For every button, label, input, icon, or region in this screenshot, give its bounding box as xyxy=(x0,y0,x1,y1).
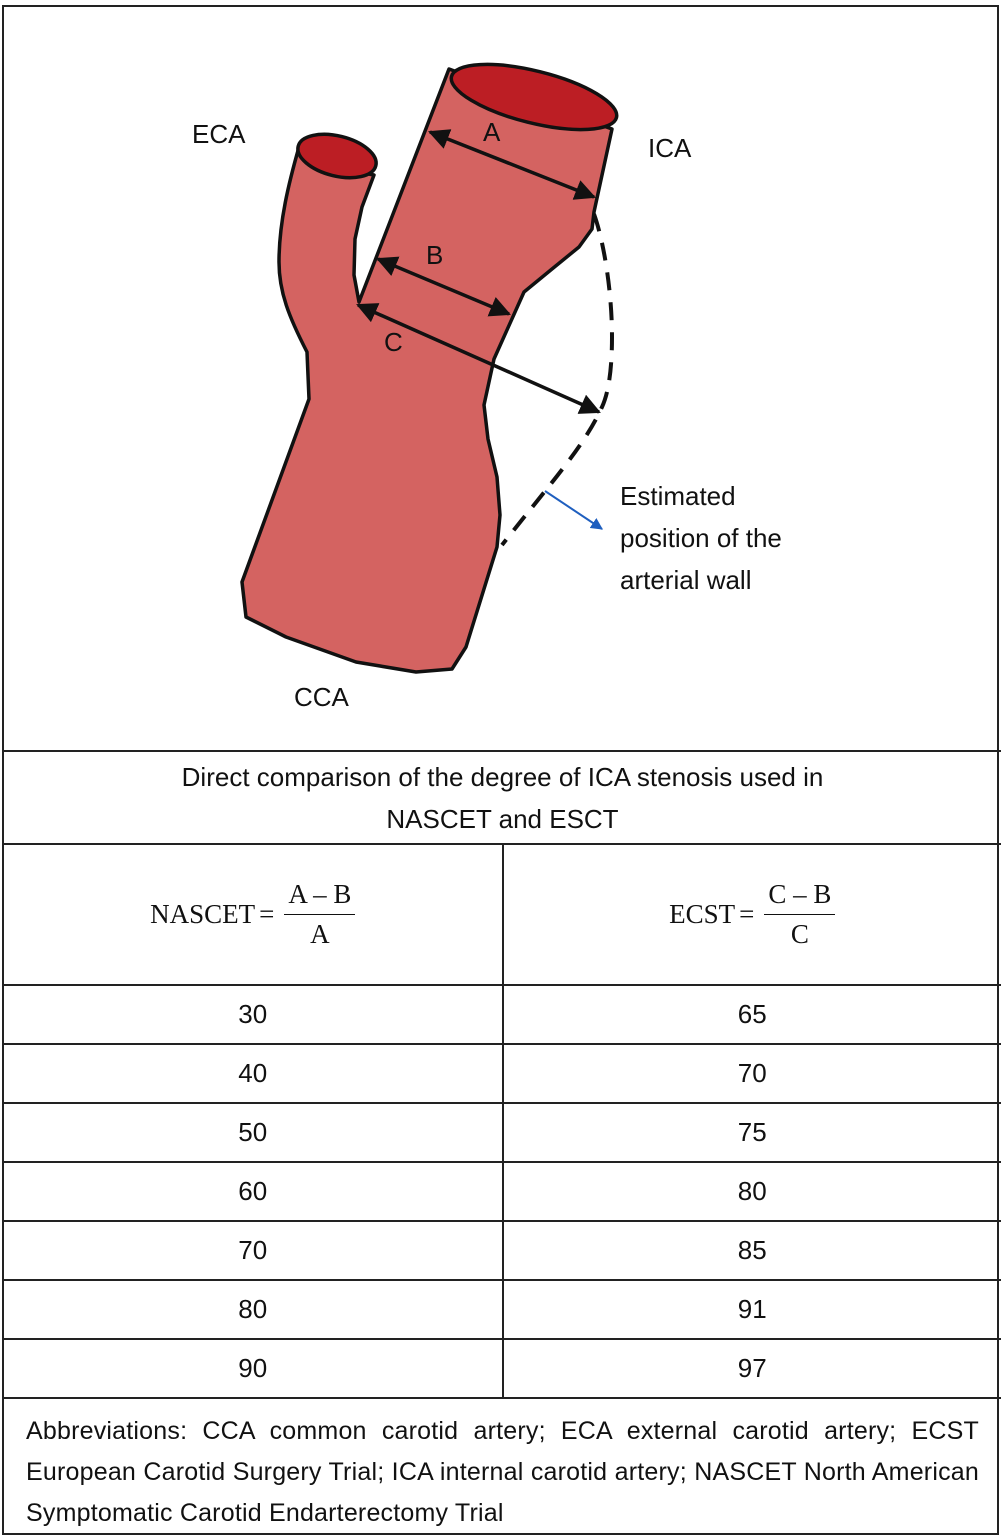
ecst-fraction: C – B C xyxy=(764,879,836,950)
table-row: 90 97 xyxy=(4,1339,1001,1399)
ecst-numerator: C – B xyxy=(764,879,836,915)
abbreviations-footnote: Abbreviations: CCA common carotid artery… xyxy=(26,1417,979,1527)
ecst-value: 80 xyxy=(502,1162,1001,1222)
nascet-value: 70 xyxy=(4,1221,504,1281)
ecst-value: 75 xyxy=(502,1103,1001,1163)
carotid-artery-drawing xyxy=(240,62,619,674)
ecst-value: 85 xyxy=(502,1221,1001,1281)
nascet-formula: NASCET = A – B A xyxy=(150,879,356,950)
table-row: 60 80 xyxy=(4,1162,1001,1222)
ecst-denominator: C xyxy=(790,919,809,949)
nascet-value: 30 xyxy=(4,985,504,1045)
nascet-denominator: A xyxy=(310,919,330,949)
nascet-value: 80 xyxy=(4,1280,504,1340)
nascet-formula-name: NASCET xyxy=(150,899,256,929)
table-row: 50 75 xyxy=(4,1103,1001,1163)
eca-lumen xyxy=(296,132,378,180)
ecst-value: 65 xyxy=(502,985,1001,1045)
nascet-value: 60 xyxy=(4,1162,504,1222)
nascet-value: 50 xyxy=(4,1103,504,1163)
ecst-value: 97 xyxy=(502,1339,1001,1399)
nascet-fraction: A – B A xyxy=(284,879,356,950)
figure-frame: ECA ICA CCA A B C Estimated position of … xyxy=(2,5,1001,1535)
ecst-formula-cell: ECST = C – B C xyxy=(502,845,1001,986)
caption-line-2: NASCET and ESCT xyxy=(386,804,619,834)
nascet-value: 90 xyxy=(4,1339,504,1399)
comparison-caption: Direct comparison of the degree of ICA s… xyxy=(4,750,1001,845)
label-a: A xyxy=(483,117,501,147)
ica-lumen xyxy=(449,62,619,132)
nascet-formula-cell: NASCET = A – B A xyxy=(4,845,504,986)
nascet-formula-equals: = xyxy=(259,899,275,929)
table-row: 70 85 xyxy=(4,1221,1001,1281)
table-row: 40 70 xyxy=(4,1044,1001,1104)
comparison-table: NASCET = A – B A ECST = C – B C xyxy=(4,845,1001,1399)
caption-line-1: Direct comparison of the degree of ICA s… xyxy=(181,762,824,792)
nascet-numerator: A – B xyxy=(284,879,356,915)
carotid-diagram: ECA ICA CCA A B C Estimated position of … xyxy=(4,7,1001,750)
ecst-value: 70 xyxy=(502,1044,1001,1104)
note-line-1: Estimated xyxy=(620,481,736,511)
table-header-row: NASCET = A – B A ECST = C – B C xyxy=(4,845,1001,986)
nascet-value: 40 xyxy=(4,1044,504,1104)
ecst-value: 91 xyxy=(502,1280,1001,1340)
arrow-a xyxy=(428,129,596,200)
note-line-2: position of the xyxy=(620,523,782,553)
estimated-wall-note: Estimated position of the arterial wall xyxy=(620,475,782,601)
ecst-formula: ECST = C – B C xyxy=(669,879,836,950)
note-line-3: arterial wall xyxy=(620,565,752,595)
label-ica: ICA xyxy=(648,133,692,163)
ecst-formula-name: ECST xyxy=(669,899,736,929)
arrow-c xyxy=(356,303,601,414)
vessel-body xyxy=(240,67,614,674)
label-eca: ECA xyxy=(192,119,246,149)
table-row: 30 65 xyxy=(4,985,1001,1045)
estimated-wall-dashed xyxy=(500,213,615,547)
ecst-formula-equals: = xyxy=(739,899,755,929)
label-cca: CCA xyxy=(294,682,349,712)
label-b: B xyxy=(426,240,444,270)
note-pointer-arrow xyxy=(544,490,603,530)
table-row: 80 91 xyxy=(4,1280,1001,1340)
label-c: C xyxy=(384,327,403,357)
